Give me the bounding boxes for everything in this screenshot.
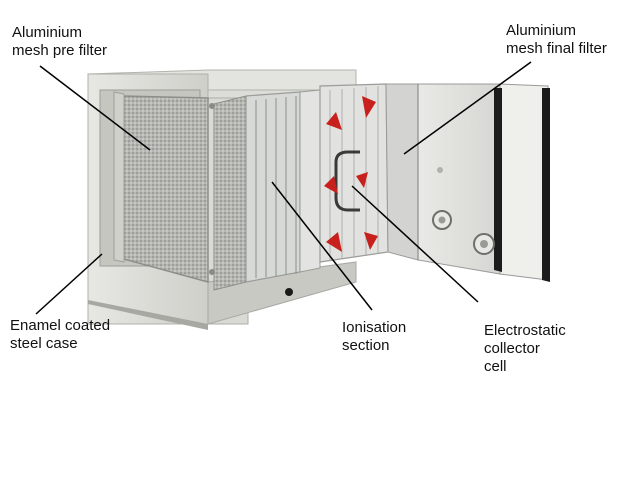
leader-case: [35, 253, 103, 315]
pre-filter-mesh: [119, 95, 209, 283]
magnet-top-right: [362, 96, 376, 118]
leader-collector: [351, 185, 479, 303]
magnet-bottom-right: [364, 232, 378, 250]
label-case-line1: Enamel coated: [10, 317, 111, 334]
door-frame-outer: [542, 88, 550, 282]
door-seal: [499, 83, 549, 281]
handle-knob-top: [209, 103, 215, 109]
label-collector-line2: collector: [484, 340, 540, 357]
ionisation-side: [299, 89, 321, 273]
label-prefilter-line2: mesh pre filter: [12, 42, 108, 59]
door-frame-inner: [494, 88, 502, 272]
door-panel: [385, 83, 419, 261]
door-terminal-lower-core: [480, 240, 488, 248]
second-mesh: [213, 95, 247, 291]
drain-hole: [285, 288, 293, 296]
ionisation-frame: [245, 91, 301, 283]
pre-filter: [113, 91, 247, 291]
label-collector-line3: cell: [484, 358, 507, 375]
label-case: Enamel coated steel case: [10, 317, 110, 353]
label-ionisation-line2: section: [342, 337, 390, 354]
magnet-mid-left: [324, 176, 338, 194]
door-terminal-upper-core: [438, 216, 446, 224]
label-ionisation-line1: Ionisation: [342, 319, 407, 336]
collector-plates: [329, 86, 379, 260]
label-collector: Electrostatic collector cell: [484, 322, 566, 376]
collector-cell: [319, 83, 389, 263]
magnet-bottom-left: [326, 232, 342, 252]
label-case-line2: steel case: [10, 335, 78, 352]
label-ionisation: Ionisation section: [342, 319, 406, 355]
label-prefilter-line1: Aluminium: [12, 24, 83, 41]
ionisation-section: [245, 89, 321, 283]
magnet-top-left: [326, 112, 342, 130]
label-finalfilter: Aluminium mesh final filter: [506, 22, 607, 58]
handle-knob-bottom: [209, 269, 215, 275]
leader-prefilter: [39, 65, 151, 151]
access-door: [385, 83, 550, 282]
label-finalfilter-line1: Aluminium: [506, 22, 577, 39]
magnet-mid-right: [356, 172, 368, 188]
label-collector-line1: Electrostatic: [484, 322, 566, 339]
door-screw: [437, 167, 443, 173]
case-bottom-shadow: [88, 300, 208, 330]
collector-handle-top: [334, 150, 360, 163]
leader-ionisation: [271, 181, 373, 311]
label-prefilter: Aluminium mesh pre filter: [12, 24, 107, 60]
leader-lines: [35, 61, 532, 315]
leader-finalfilter: [403, 61, 532, 155]
pre-filter-frame: [113, 91, 125, 263]
collector-handle: [334, 162, 360, 212]
label-finalfilter-line2: mesh final filter: [506, 40, 607, 57]
